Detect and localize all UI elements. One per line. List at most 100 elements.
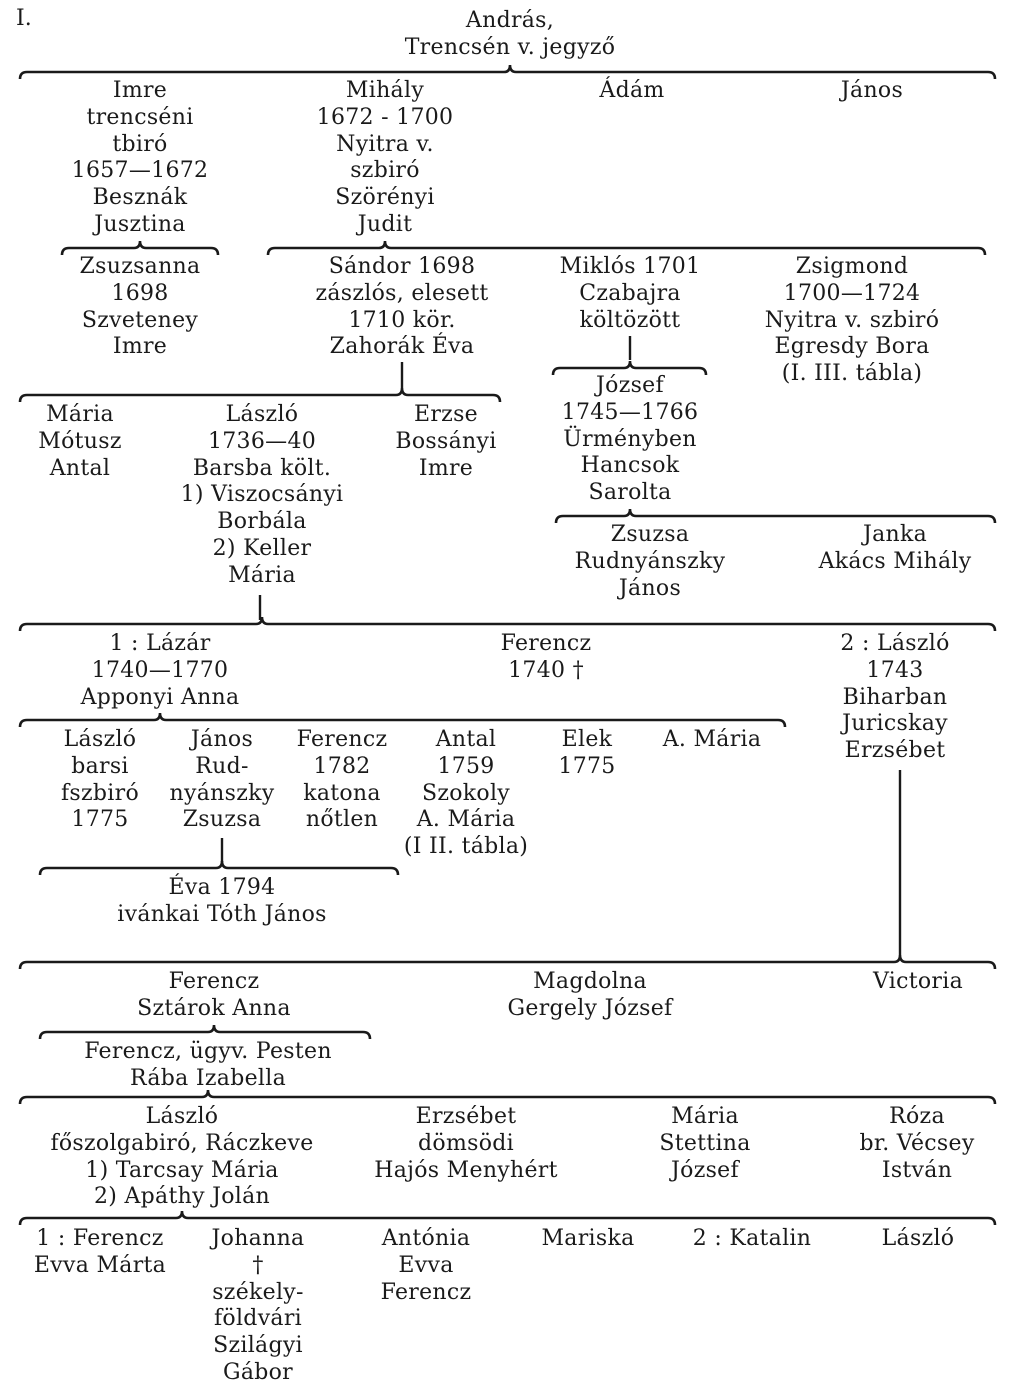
person-zsigmond-line: Nyitra v. szbiró: [764, 307, 940, 333]
person-lazar-line: 1740—1770: [91, 657, 229, 683]
person-erzse-line: Imre: [418, 455, 474, 481]
person-mihaly-line: Szörényi: [335, 185, 435, 211]
person-erzse-line: Bossányi: [395, 428, 497, 454]
bracket-miklos-children: [551, 360, 708, 376]
person-roza-line: Róza: [889, 1104, 945, 1129]
person-antal-line: (I II. tábla): [403, 834, 529, 860]
bracket-imre-children: [60, 240, 220, 256]
person-ferencz-2-line: Ferencz: [296, 727, 388, 752]
person-johanna-line: Szilágyi: [213, 1333, 303, 1359]
person-erzsebet-line: Hajós Menyhért: [374, 1157, 558, 1183]
person-mariska-line: Mariska: [541, 1226, 635, 1251]
person-victoria: Victoria: [873, 969, 963, 996]
person-andras: András,Trencsén v. jegyző: [405, 8, 616, 62]
person-mariska: Mariska: [541, 1226, 634, 1253]
person-maria-2-line: Stettina: [659, 1130, 751, 1156]
bracket-lazar-children: [18, 712, 787, 728]
person-johanna-line: Gábor: [222, 1359, 294, 1385]
person-elek-line: 1775: [558, 753, 616, 779]
person-laszlo-1-line: 2) Keller: [212, 535, 312, 561]
bracket-janos-2-children: [38, 860, 400, 876]
person-ferencz-2-line: katona: [303, 780, 381, 806]
bracket-jozsef-children: [554, 508, 997, 524]
person-maria-1-line: Antal: [49, 455, 111, 481]
bracket-ferencz-3-children: [38, 1024, 372, 1040]
person-laszlo-3-line: barsi: [71, 753, 129, 779]
person-mihaly-line: Judit: [357, 211, 413, 237]
person-imre-line: 1657—1672: [71, 158, 209, 184]
person-janos-1: János: [841, 78, 903, 105]
person-antal-line: 1759: [437, 753, 495, 779]
person-maria-2-line: József: [671, 1157, 739, 1183]
person-janos-1-line: János: [840, 78, 904, 103]
person-laszlo-4-line: László: [145, 1104, 219, 1129]
person-zsuzsa-1-line: János: [618, 575, 682, 601]
person-miklos-line: Miklós 1701: [559, 254, 701, 279]
person-laszlo-5: László: [882, 1226, 955, 1253]
person-laszlo-3-line: 1775: [71, 807, 129, 833]
person-laszlo-1-line: Barsba költ.: [192, 455, 332, 481]
person-andras-line: András,: [465, 8, 555, 33]
person-imre-line: tbiró: [112, 131, 168, 157]
person-roza-line: István: [881, 1157, 953, 1183]
person-jozsef-line: Hancsok: [580, 453, 680, 479]
person-laszlo-4-line: főszolgabiró, Ráczkeve: [50, 1130, 314, 1156]
person-zsigmond-line: 1700—1724: [783, 280, 921, 306]
person-zsuzsa-1-line: Rudnyánszky: [574, 548, 726, 574]
person-sandor-line: 1710 kör.: [348, 307, 456, 333]
person-roza-line: br. Vécsey: [859, 1130, 975, 1156]
person-janos-2-line: nyánszky: [169, 780, 275, 806]
person-laszlo-3-line: László: [63, 727, 137, 752]
person-laszlo-3-line: fszbiró: [60, 780, 140, 806]
person-adam: Ádám: [599, 78, 664, 105]
person-antonia-line: Evva: [398, 1252, 454, 1278]
person-katalin-line: 2 : Katalin: [692, 1226, 812, 1251]
person-jozsef-line: 1745—1766: [561, 399, 699, 425]
person-miklos-line: költözött: [579, 307, 681, 333]
person-sandor-line: Sándor 1698: [328, 254, 476, 279]
person-ferencz-4-line: Ferencz, ügyv. Pesten: [84, 1039, 332, 1064]
person-ferencz-4-line: Rába Izabella: [130, 1065, 286, 1091]
person-laszlo-1-line: Borbála: [217, 509, 307, 535]
person-sandor-line: zászlós, elesett: [315, 280, 489, 306]
person-zsuzsa-1-line: Zsuzsa: [610, 522, 690, 547]
person-laszlo-4-line: 1) Tarcsay Mária: [85, 1157, 279, 1183]
person-imre-line: Besznák: [92, 185, 188, 211]
bracket-laszlo-2-children: [18, 954, 997, 970]
person-magdolna-line: Gergely József: [507, 995, 673, 1021]
person-erzsebet-line: dömsödi: [418, 1130, 514, 1156]
person-zsigmond-line: (I. III. tábla): [781, 361, 923, 387]
person-ferencz-5-line: 1 : Ferencz: [36, 1226, 164, 1251]
person-erzsebet-line: Erzsébet: [415, 1104, 517, 1129]
bracket-laszlo-1-children: [18, 616, 997, 632]
person-laszlo-2-line: Juricskay: [842, 711, 948, 737]
person-jozsef-line: József: [596, 373, 664, 398]
person-laszlo-1-line: Mária: [228, 562, 296, 588]
person-mihaly-line: 1672 - 1700: [316, 104, 454, 130]
person-laszlo-1-line: László: [225, 402, 299, 427]
